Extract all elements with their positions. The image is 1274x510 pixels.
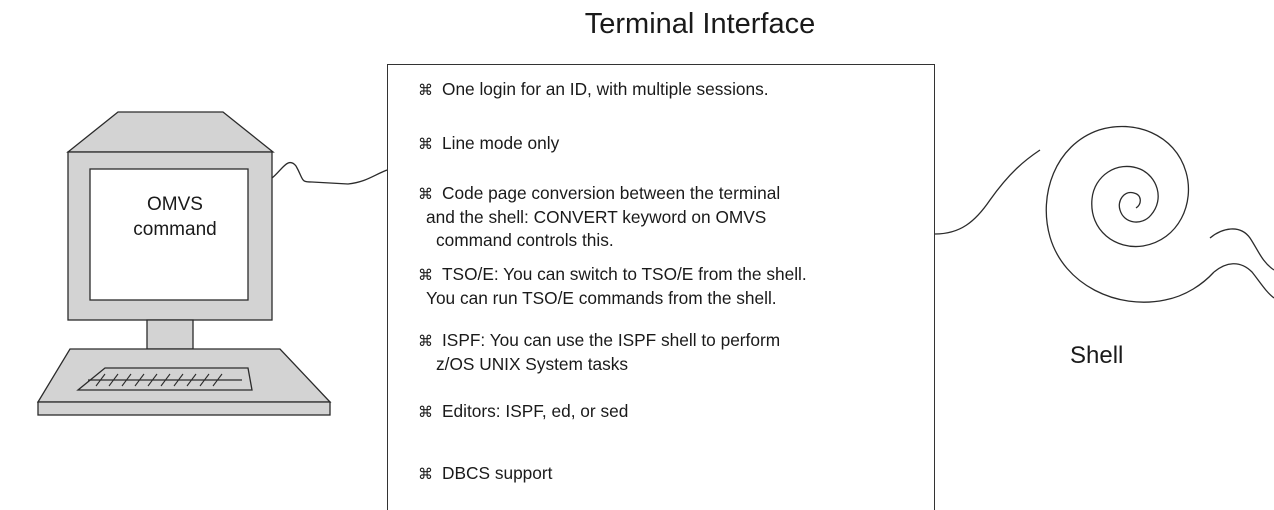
keyboard-front [37, 401, 331, 416]
terminal-icon [36, 111, 332, 416]
monitor-screen [89, 168, 249, 301]
screen-line: command [133, 219, 217, 240]
feature-text: One login for an ID, with multiple sessi… [442, 79, 769, 99]
bullet-icon: ⌘ [418, 82, 433, 99]
feature-text: You can run TSO/E commands from the shel… [426, 288, 777, 308]
feature-text: Line mode only [442, 133, 560, 153]
feature-text: DBCS support [442, 463, 553, 483]
diagram-title: Terminal Interface [584, 8, 816, 40]
bullet-icon: ⌘ [418, 404, 433, 421]
terminal-screen-label: OMVS command [100, 192, 250, 242]
shell-label: Shell [1070, 342, 1124, 369]
bullet-icon: ⌘ [418, 466, 433, 483]
terminal-interface-box: ⌘ One login for an ID, with multiple sess… [387, 64, 935, 510]
feature-text: and the shell: CONVERT keyword on OMVS [426, 207, 767, 227]
feature-item: ⌘ Code page conversion between the termin… [418, 182, 933, 252]
shell-spiral-icon [1045, 125, 1274, 303]
feature-text: Editors: ISPF, ed, or sed [442, 401, 629, 421]
feature-item: ⌘ DBCS support [418, 462, 933, 486]
feature-text: command controls this. [436, 230, 614, 250]
screen-line: OMVS [147, 194, 203, 215]
feature-text: TSO/E: You can switch to TSO/E from the … [442, 264, 807, 284]
monitor-top [66, 111, 275, 153]
shell-cable [934, 149, 1041, 235]
key-strip [76, 367, 253, 391]
feature-item: ⌘ One login for an ID, with multiple sess… [418, 78, 933, 102]
monitor-stand [146, 319, 194, 350]
feature-text: ISPF: You can use the ISPF shell to perf… [442, 330, 781, 350]
bullet-icon: ⌘ [418, 136, 433, 153]
terminal-cable [271, 161, 388, 185]
feature-text: z/OS UNIX System tasks [436, 354, 629, 374]
feature-item: ⌘ TSO/E: You can switch to TSO/E from the… [418, 263, 933, 310]
feature-text: Code page conversion between the termina… [442, 183, 781, 203]
feature-item: ⌘ ISPF: You can use the ISPF shell to per… [418, 329, 933, 376]
feature-item: ⌘ Editors: ISPF, ed, or sed [418, 400, 933, 424]
bullet-icon: ⌘ [418, 267, 433, 284]
bullet-icon: ⌘ [418, 186, 433, 203]
bullet-icon: ⌘ [418, 333, 433, 350]
feature-item: ⌘ Line mode only [418, 132, 933, 156]
